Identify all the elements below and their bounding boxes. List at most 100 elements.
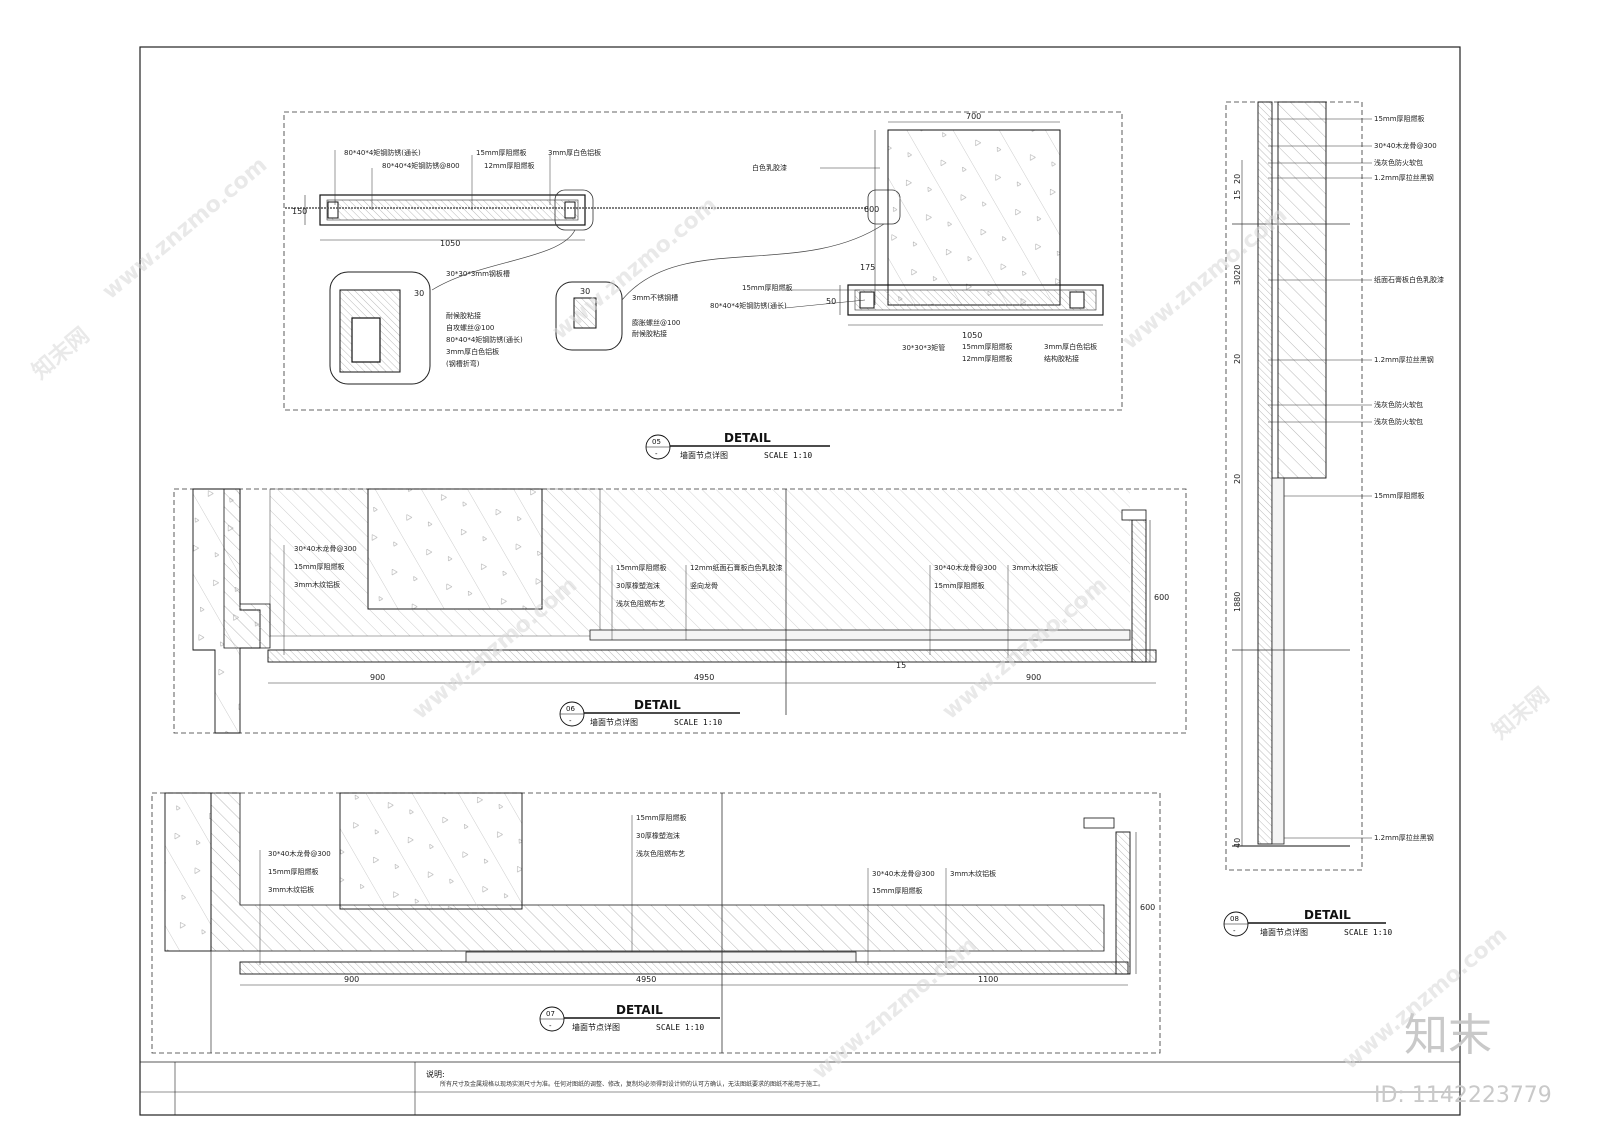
d06-subtitle: 墙面节点详图 xyxy=(590,717,638,727)
d08-label-soft3: 浅灰色防火软包 xyxy=(1374,417,1423,426)
d07-fabric-band xyxy=(465,951,857,963)
d05-dim-h-base: 50 xyxy=(826,297,836,306)
d05-right-block xyxy=(887,129,1061,306)
d05-dash: - xyxy=(655,450,658,458)
d06-right-return xyxy=(1131,519,1147,663)
d06-label-keel-r: 30*40木龙骨@300 xyxy=(934,563,997,572)
d05-label-board12-b: 12mm厚阻燃板 xyxy=(962,354,1013,363)
d05-dim-h-right: 600 xyxy=(864,205,879,214)
d05-label-board15-r: 15mm厚阻燃板 xyxy=(742,283,793,292)
d06-right-cap xyxy=(1121,509,1147,521)
d07-right-return xyxy=(1115,831,1131,975)
d08-number: 08 xyxy=(1230,915,1239,923)
d06-label-board15: 15mm厚阻燃板 xyxy=(294,562,345,571)
d05-dim-30b: 30 xyxy=(580,287,590,296)
d08-scale: SCALE 1:10 xyxy=(1344,928,1392,937)
d06-dim-w2: 4950 xyxy=(694,673,714,682)
d05-label-ss-steel: 3mm不锈钢槽 xyxy=(632,293,678,302)
d07-label-board15-r: 15mm厚阻燃板 xyxy=(872,886,923,895)
footer-note-text: 所有尺寸及金属规格以现场实测尺寸为准。任何对图纸的调整、修改，复制均必须得到设计… xyxy=(440,1080,824,1088)
d05-number: 05 xyxy=(652,438,661,446)
d07-scale: SCALE 1:10 xyxy=(656,1023,704,1032)
d05-dim-w-base: 1050 xyxy=(962,331,982,340)
d05-leader-curve-a xyxy=(431,229,576,291)
d08-soft-panel xyxy=(1271,477,1285,845)
d06-label-gypsum: 12mm纸面石膏板白色乳胶漆 xyxy=(690,563,783,572)
d05-right-base xyxy=(847,284,1104,316)
d05-label-tube-full-r: 80*40*4矩钢防锈(通长) xyxy=(710,301,787,310)
d05-label-white-paint: 白色乳胶漆 xyxy=(752,163,787,172)
d08-label-gypsum: 纸面石膏板白色乳胶漆 xyxy=(1374,275,1444,284)
d05-dim-w-left: 1050 xyxy=(440,239,460,248)
d06-dim-15: 15 xyxy=(896,661,906,670)
d08-dim-20c: 20 xyxy=(1233,474,1242,484)
watermark-site-1: www.znzmo.com xyxy=(98,153,272,305)
detail-07-frame xyxy=(151,792,1161,1054)
d07-label-keel: 30*40木龙骨@300 xyxy=(268,849,331,858)
d08-label-board15: 15mm厚阻燃板 xyxy=(1374,114,1425,123)
image-id: ID: 1142223779 xyxy=(1374,1083,1552,1108)
d06-scale: SCALE 1:10 xyxy=(674,718,722,727)
footer-note-label: 说明: xyxy=(426,1069,445,1079)
d05-title: DETAIL xyxy=(724,431,771,445)
d06-label-wood-alu-r: 3mm木纹铝板 xyxy=(1012,563,1058,572)
d07-label-board15: 15mm厚阻燃板 xyxy=(268,867,319,876)
d06-label-wood-alu: 3mm木纹铝板 xyxy=(294,580,340,589)
d05-label-fold-note: (钢槽折弯) xyxy=(446,359,480,368)
d07-dim-h: 600 xyxy=(1140,903,1155,912)
d06-label-board15-r: 15mm厚阻燃板 xyxy=(934,581,985,590)
d05-label-channel: 30*30*3mm钢板槽 xyxy=(446,269,510,278)
watermark-brand-cn-1: 知末网 xyxy=(27,322,94,384)
d05-zoom-a-tube xyxy=(351,317,381,363)
d05-left-box xyxy=(319,194,586,226)
d08-dim-20b: 20 xyxy=(1233,354,1242,364)
d05-label-tube-full: 80*40*4矩钢防锈(通长) xyxy=(344,148,421,157)
d07-panel-strip xyxy=(239,961,1129,975)
d05-left-tube-a xyxy=(327,201,339,219)
detail-05: 80*40*4矩钢防锈(通长) 80*40*4矩钢防锈@800 15mm厚阻燃板… xyxy=(283,111,1123,460)
d08-title: DETAIL xyxy=(1304,908,1351,922)
d07-label-wood-alu: 3mm木纹铝板 xyxy=(268,885,314,894)
d08-label-soft2: 浅灰色防火软包 xyxy=(1374,400,1423,409)
d07-label-foam: 30厚橡塑泡沫 xyxy=(636,831,680,840)
d07-subtitle: 墙面节点详图 xyxy=(572,1022,620,1032)
d08-dim-h1: 3020 xyxy=(1233,265,1242,285)
d05-label-tube-full2: 80*40*4矩钢防锈(通长) xyxy=(446,335,523,344)
d07-dim-w3: 1100 xyxy=(978,975,998,984)
d05-right-tube-b xyxy=(1069,291,1085,309)
d05-label-screw: 自攻螺丝@100 xyxy=(446,323,494,332)
d05-scale: SCALE 1:10 xyxy=(764,451,812,460)
d08-dim-h2: 1880 xyxy=(1233,592,1242,612)
d06-title: DETAIL xyxy=(634,698,681,712)
d05-label-board12: 12mm厚阻燃板 xyxy=(484,161,535,170)
d06-label-board15-m: 15mm厚阻燃板 xyxy=(616,563,667,572)
d06-label-keel: 30*40木龙骨@300 xyxy=(294,544,357,553)
detail-08: 15mm厚阻燃板 30*40木龙骨@300 浅灰色防火软包 1.2mm厚拉丝黑钢… xyxy=(1223,101,1444,937)
d05-zoom-b-channel xyxy=(573,297,597,329)
detail-06: 30*40木龙骨@300 15mm厚阻燃板 3mm木纹铝板 15mm厚阻燃板 3… xyxy=(173,488,1187,734)
d06-label-foam: 30厚橡塑泡沫 xyxy=(616,581,660,590)
sheet-border xyxy=(139,46,1461,1116)
d08-label-board15-b: 15mm厚阻燃板 xyxy=(1374,491,1425,500)
d08-panel-strip xyxy=(1257,101,1273,845)
d05-left-box-inner xyxy=(326,199,579,221)
d05-label-tube-800: 80*40*4矩钢防锈@800 xyxy=(382,161,460,170)
d08-dim-20a: 20 xyxy=(1233,174,1242,184)
d05-detail-callout-a xyxy=(554,189,594,231)
d08-subtitle: 墙面节点详图 xyxy=(1260,927,1308,937)
d08-label-keel: 30*40木龙骨@300 xyxy=(1374,141,1437,150)
d06-dash: - xyxy=(569,717,572,725)
d06-label-v-keel: 竖向龙骨 xyxy=(690,581,718,590)
d07-label-fabric: 浅灰色阻燃布艺 xyxy=(636,849,685,858)
d08-wall-upper xyxy=(1277,101,1327,479)
d05-label-glue2: 耐候胶粘接 xyxy=(632,329,667,338)
d05-dim-w-top: 700 xyxy=(966,112,981,121)
d06-dim-h: 600 xyxy=(1154,593,1169,602)
d05-left-tube-b xyxy=(564,201,576,219)
d07-column-mid xyxy=(339,792,523,910)
d08-label-steel3: 1.2mm厚拉丝黑钢 xyxy=(1374,833,1434,842)
d08-label-steel2: 1.2mm厚拉丝黑钢 xyxy=(1374,355,1434,364)
d08-label-steel1: 1.2mm厚拉丝黑钢 xyxy=(1374,173,1434,182)
d07-label-keel-r: 30*40木龙骨@300 xyxy=(872,869,935,878)
